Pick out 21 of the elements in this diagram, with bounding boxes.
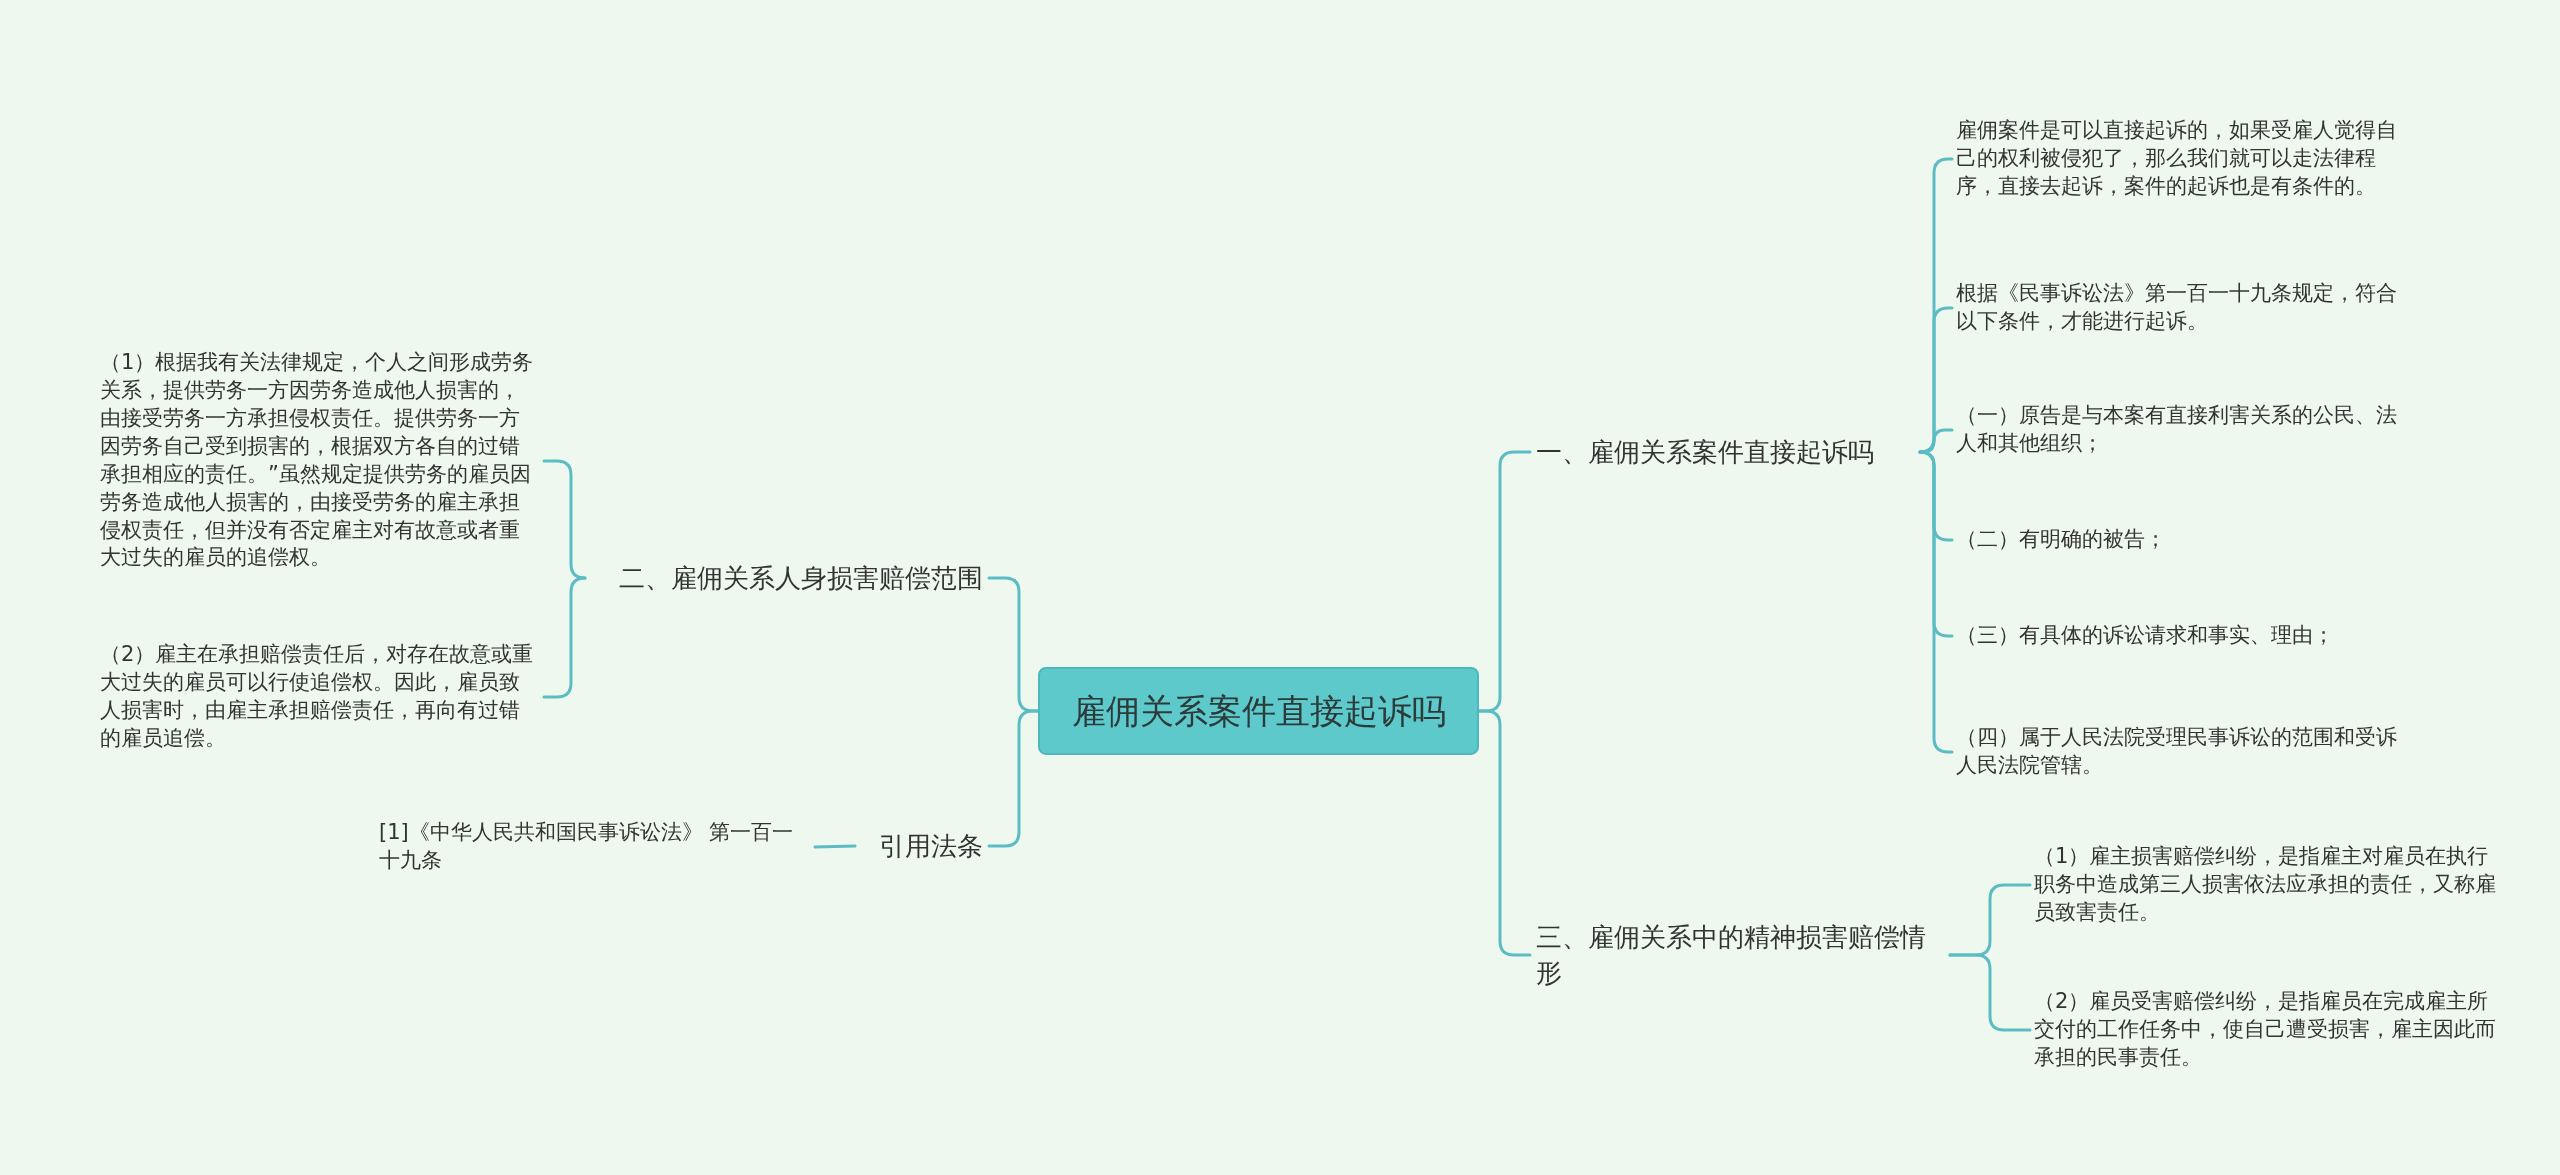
connector-line [987,709,1040,848]
note-text: （1）雇主损害赔偿纠纷，是指雇主对雇员在执行职务中造成第三人损害依法应承担的责任，又称雇员致害责任。 [2030,841,2500,929]
note-text: （1）根据我有关法律规定，个人之间形成劳务关系，提供劳务一方因劳务造成他人损害的，由接受劳务一方承担侵权责任。提供劳务一方因劳务自己受到损害的，根据双方各自的过错承担相应的责任。”虽然规定提供劳务的雇员因劳务造成他人损害的，由接受劳务的雇主承担侵权责任，但并没有否定雇主对有故意或者重大过失的雇员的追偿权。 [96,347,544,575]
note-text: （二）有明确的被告； [1952,524,2408,556]
note-text: [1]《中华人民共和国民事诉讼法》 第一百一十九条 [375,817,815,877]
central-topic-box: 雇佣关系案件直接起诉吗 [1038,666,1479,756]
connector-line [1918,306,1954,454]
topic-label: 引用法条 [855,823,989,869]
note-text: （2）雇员受害赔偿纠纷，是指雇员在完成雇主所交付的工作任务中，使自己遭受损害，雇主因此而承担的民事责任。 [2030,986,2500,1074]
note-text: （2）雇主在承担赔偿责任后，对存在故意或重大过失的雇员可以行使追偿权。因此，雇员致人损害时，由雇主承担赔偿责任，再向有过错的雇员追偿。 [96,639,544,755]
note-text: 雇佣案件是可以直接起诉的，如果受雇人觉得自己的权利被侵犯了，那么我们就可以走法律程序，直接去起诉，案件的起诉也是有条件的。 [1952,115,2408,203]
note-text: （三）有具体的诉讼请求和事实、理由； [1952,620,2408,652]
connector-line [1948,953,2032,1032]
topic-label: 一、雇佣关系案件直接起诉吗 [1530,429,1920,475]
note-text: （四）属于人民法院受理民事诉讼的范围和受诉人民法院管辖。 [1952,722,2408,782]
note-text: （一）原告是与本案有直接利害关系的公民、法人和其他组织； [1952,400,2408,460]
connector-line [1477,709,1532,957]
topic-label: 三、雇佣关系中的精神损害赔偿情形 [1530,914,1950,996]
note-text: 根据《民事诉讼法》第一百一十九条规定，符合以下条件，才能进行起诉。 [1952,278,2408,338]
topic-label: 二、雇佣关系人身损害赔偿范围 [585,555,989,601]
connector-line [813,844,857,849]
